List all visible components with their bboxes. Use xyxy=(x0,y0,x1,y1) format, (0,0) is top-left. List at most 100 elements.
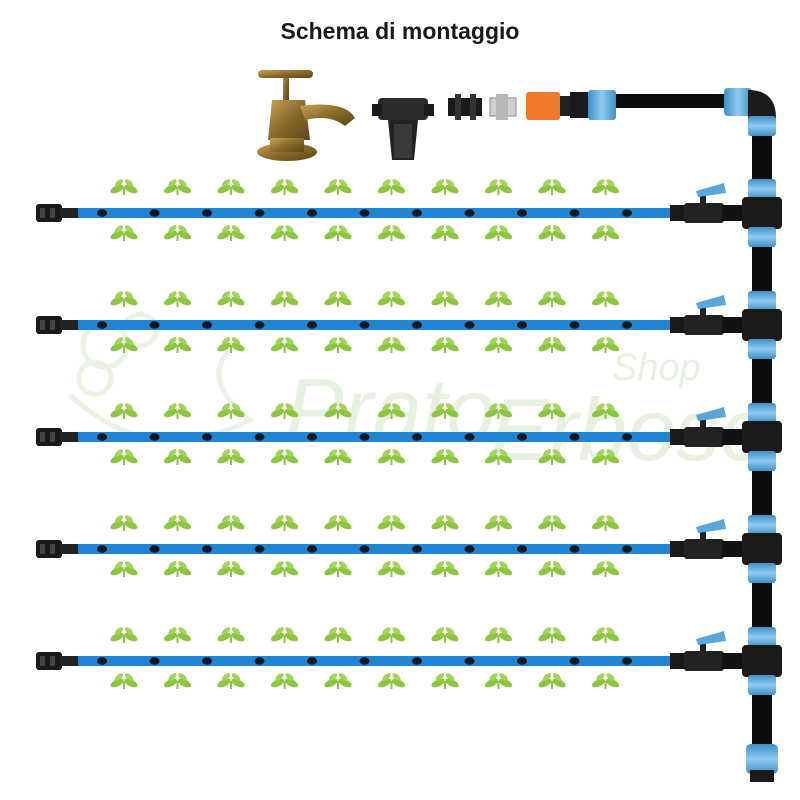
drip-pipe xyxy=(78,432,670,442)
emitter-hole xyxy=(359,433,370,441)
plant-icon xyxy=(431,449,459,465)
plant-icon xyxy=(538,561,566,577)
emitter-hole xyxy=(412,433,422,441)
tee-fitting-icon xyxy=(742,515,782,583)
emitter-hole xyxy=(254,545,265,553)
plant-icon xyxy=(110,291,138,307)
plant-icon xyxy=(591,291,620,307)
plant-icon xyxy=(270,291,299,307)
plant-icon xyxy=(484,179,513,195)
emitter-hole xyxy=(254,209,265,217)
irrigation-row xyxy=(36,515,782,583)
plant-icon xyxy=(538,673,566,689)
drip-pipe xyxy=(78,544,670,554)
tee-fitting-icon xyxy=(742,291,782,359)
plant-icon xyxy=(484,225,513,241)
plant-icon xyxy=(324,673,352,689)
plant-icon xyxy=(377,337,406,353)
emitter-hole xyxy=(569,433,580,441)
plant-icon xyxy=(484,403,513,419)
plant-icon xyxy=(324,449,352,465)
plant-icon xyxy=(484,515,513,531)
plant-icon xyxy=(377,291,406,307)
emitter-hole xyxy=(569,657,580,665)
irrigation-row xyxy=(36,403,782,471)
plant-icon xyxy=(163,403,192,419)
emitter-hole xyxy=(202,545,212,553)
emitter-hole xyxy=(569,545,580,553)
plant-icon xyxy=(217,561,245,577)
emitter-hole xyxy=(202,209,212,217)
plant-icon xyxy=(163,449,192,465)
plant-icon xyxy=(270,627,299,643)
plant-icon xyxy=(217,403,245,419)
plant-icon xyxy=(538,337,566,353)
plant-icon xyxy=(217,515,245,531)
emitter-hole xyxy=(412,209,422,217)
watermark-logo-icon xyxy=(68,311,255,443)
plant-icon xyxy=(538,449,566,465)
plant-icon xyxy=(377,561,406,577)
adapter-icon xyxy=(570,90,616,120)
end-cap-icon xyxy=(36,540,80,558)
plant-icon xyxy=(431,179,459,195)
plant-icon xyxy=(484,627,513,643)
plant-icon xyxy=(324,337,352,353)
end-cap-icon xyxy=(36,428,80,446)
plant-icon xyxy=(270,561,299,577)
emitter-hole xyxy=(97,321,107,329)
supply-pipe xyxy=(616,94,728,108)
emitter-hole xyxy=(412,657,422,665)
plant-icon xyxy=(270,337,299,353)
emitter-hole xyxy=(202,433,212,441)
quick-connector-icon xyxy=(526,92,570,120)
plant-icon xyxy=(591,179,620,195)
plant-icon xyxy=(217,179,245,195)
plant-icon xyxy=(270,179,299,195)
plant-icon xyxy=(591,515,620,531)
plant-icon xyxy=(431,627,459,643)
emitter-hole xyxy=(517,657,527,665)
valve-icon xyxy=(670,519,744,559)
plant-icon xyxy=(110,673,138,689)
plant-icon xyxy=(431,561,459,577)
valve-icon xyxy=(670,295,744,335)
emitter-hole xyxy=(254,433,265,441)
plant-icon xyxy=(431,225,459,241)
emitter-hole xyxy=(622,433,632,441)
emitter-hole xyxy=(97,209,107,217)
diagram-title: Schema di montaggio xyxy=(280,18,520,44)
plant-icon xyxy=(217,337,245,353)
plant-icon xyxy=(270,225,299,241)
emitter-hole xyxy=(622,321,632,329)
plant-icon xyxy=(538,627,566,643)
emitter-hole xyxy=(149,657,160,665)
emitter-hole xyxy=(569,321,580,329)
emitter-hole xyxy=(517,433,527,441)
plant-icon xyxy=(431,337,459,353)
plant-icon xyxy=(377,515,406,531)
plant-icon xyxy=(324,179,352,195)
plant-icon xyxy=(217,449,245,465)
emitter-hole xyxy=(307,433,317,441)
plant-icon xyxy=(377,403,406,419)
plant-icon xyxy=(110,337,138,353)
emitter-hole xyxy=(359,209,370,217)
filter-icon xyxy=(372,98,434,160)
plant-icon xyxy=(163,337,192,353)
emitter-hole xyxy=(149,321,160,329)
tee-fitting-icon xyxy=(742,179,782,247)
plant-icon xyxy=(110,179,138,195)
plant-icon xyxy=(163,515,192,531)
irrigation-row xyxy=(36,627,782,695)
plant-icon xyxy=(431,673,459,689)
plant-icon xyxy=(538,403,566,419)
emitter-hole xyxy=(464,209,475,217)
plant-icon xyxy=(484,337,513,353)
emitter-hole xyxy=(622,209,632,217)
plant-icon xyxy=(484,561,513,577)
emitter-hole xyxy=(254,321,265,329)
tee-fitting-icon xyxy=(742,627,782,695)
plant-icon xyxy=(217,627,245,643)
